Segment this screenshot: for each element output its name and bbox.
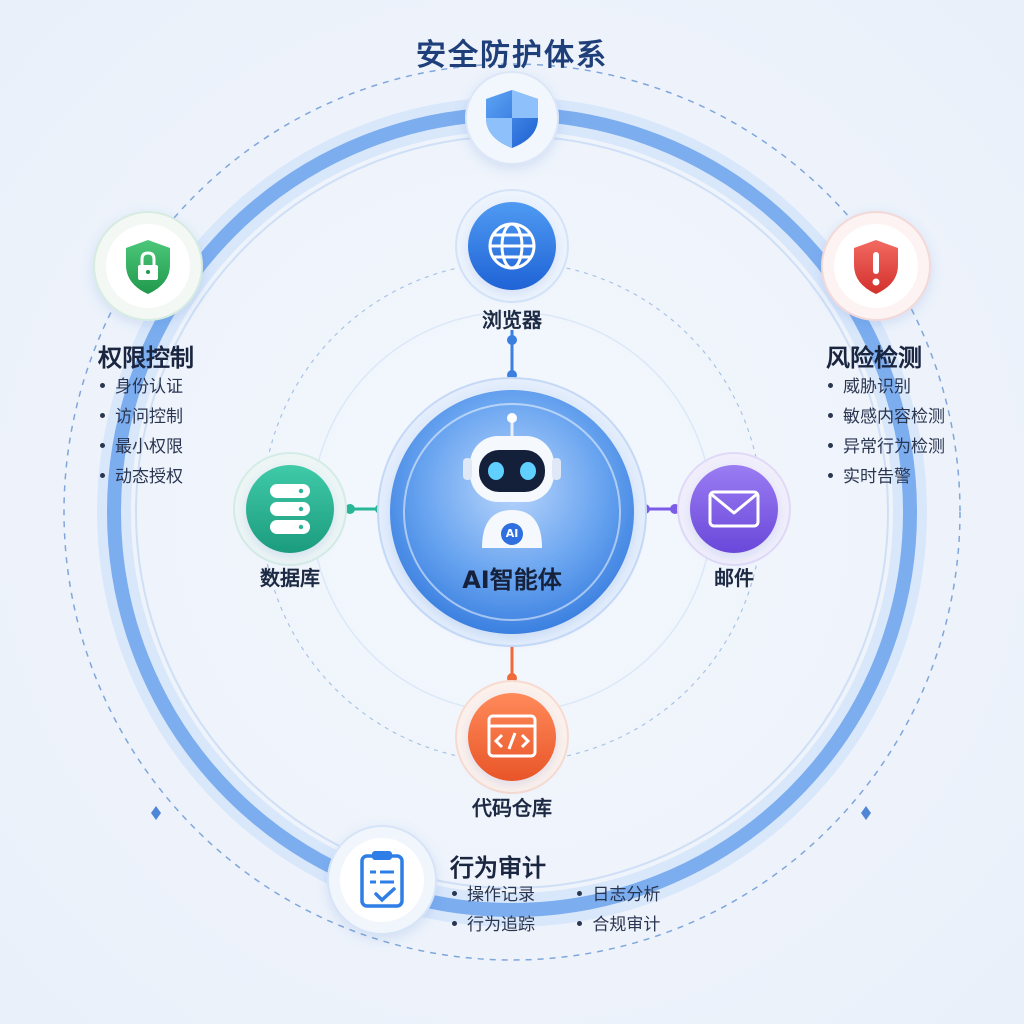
ring-marker-left: [151, 806, 161, 820]
outer-dashed-ring: [63, 63, 961, 961]
list-item: 最小权限: [100, 432, 183, 462]
list-item: 合规审计: [577, 910, 697, 940]
lock-shield-icon: [126, 240, 170, 294]
clipboard-check-icon: [360, 851, 404, 908]
database-label: 数据库: [260, 566, 320, 590]
ai-agent-core[interactable]: [377, 377, 647, 647]
list-item: 身份认证: [100, 372, 183, 402]
diagram-title: 安全防护体系: [416, 38, 608, 73]
ai-badge-text: AI: [505, 527, 519, 540]
mail-label: 邮件: [714, 566, 754, 590]
connector-browser: [507, 330, 517, 385]
list-item: 行为追踪: [452, 910, 572, 940]
browser-node[interactable]: [455, 189, 569, 303]
code-repo-label: 代码仓库: [472, 796, 552, 820]
ai-agent-label: AI智能体: [462, 566, 562, 594]
code-repo-node[interactable]: [455, 680, 569, 794]
permission-node[interactable]: [93, 211, 203, 321]
audit-list: 操作记录 日志分析 行为追踪 合规审计: [452, 880, 697, 940]
robot-icon: [463, 413, 561, 548]
permission-list: 身份认证 访问控制 最小权限 动态授权: [100, 372, 183, 492]
risk-heading: 风险检测: [826, 344, 922, 372]
risk-node[interactable]: [821, 211, 931, 321]
security-shield-node: [465, 71, 559, 165]
mail-node[interactable]: [677, 452, 791, 566]
browser-label: 浏览器: [482, 308, 542, 332]
list-item: 敏感内容检测: [828, 402, 945, 432]
shield-icon: [486, 90, 538, 148]
alert-shield-icon: [854, 240, 898, 294]
database-icon: [270, 484, 310, 534]
audit-node[interactable]: [327, 825, 437, 935]
audit-heading: 行为审计: [450, 854, 546, 882]
list-item: 异常行为检测: [828, 432, 945, 462]
list-item: 访问控制: [100, 402, 183, 432]
envelope-icon: [708, 490, 760, 528]
list-item: 实时告警: [828, 462, 945, 492]
permission-heading: 权限控制: [98, 344, 194, 372]
list-item: 日志分析: [577, 880, 697, 910]
code-window-icon: [487, 714, 537, 758]
globe-icon: [488, 222, 536, 270]
database-node[interactable]: [233, 452, 347, 566]
list-item: 动态授权: [100, 462, 183, 492]
risk-list: 威胁识别 敏感内容检测 异常行为检测 实时告警: [828, 372, 945, 492]
list-item: 威胁识别: [828, 372, 945, 402]
ring-marker-right: [861, 806, 871, 820]
list-item: 操作记录: [452, 880, 572, 910]
